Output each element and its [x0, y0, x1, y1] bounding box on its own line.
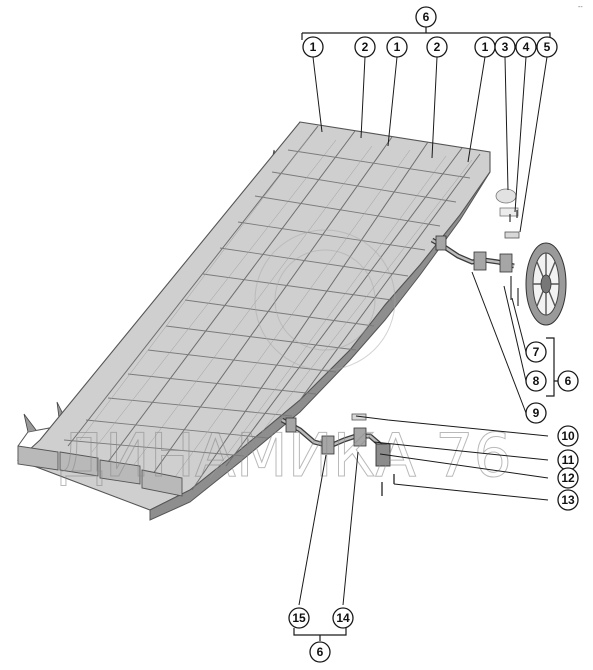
svg-text:2: 2 [434, 40, 441, 54]
callouts: 6 1 2 1 2 1 3 4 5 7 8 6 9 10 11 12 13 15… [288, 6, 579, 663]
svg-text:9: 9 [533, 406, 540, 420]
callout-11: 11 [557, 449, 579, 471]
sieve-assembly [16, 121, 491, 521]
svg-text:2: 2 [362, 40, 369, 54]
svg-text:15: 15 [292, 611, 306, 625]
callout-2-a: 2 [354, 36, 376, 58]
upper-shaft-assembly [430, 188, 567, 326]
svg-text:4: 4 [523, 40, 530, 54]
drive-wheel [525, 242, 567, 326]
callout-7: 7 [525, 341, 547, 363]
lower-shaft-assembly [280, 413, 395, 496]
callout-15: 15 [288, 607, 310, 629]
callout-3: 3 [494, 36, 516, 58]
callout-6-right: 6 [557, 370, 579, 392]
svg-text:1: 1 [394, 40, 401, 54]
callout-6-bottom: 6 [309, 641, 331, 663]
svg-text:6: 6 [423, 10, 430, 24]
callout-1-a: 1 [302, 36, 324, 58]
svg-text:10: 10 [561, 429, 575, 443]
leader-lines [293, 25, 558, 641]
svg-text:13: 13 [561, 493, 575, 507]
svg-text:11: 11 [562, 453, 575, 467]
svg-text:6: 6 [317, 645, 324, 659]
callout-4: 4 [515, 36, 537, 58]
callout-1-c: 1 [474, 36, 496, 58]
callout-2-b: 2 [426, 36, 448, 58]
svg-text:7: 7 [533, 345, 540, 359]
watermark: ДИНАМИКА 76 [58, 229, 512, 492]
callout-6-top: 6 [415, 6, 437, 28]
svg-text:1: 1 [482, 40, 489, 54]
callout-12: 12 [557, 467, 579, 489]
callout-13: 13 [557, 489, 579, 511]
watermark-text: ДИНАМИКА 76 [58, 421, 512, 491]
callout-10: 10 [557, 425, 579, 447]
corner-mark: -- [578, 4, 583, 11]
svg-text:8: 8 [533, 374, 540, 388]
svg-text:6: 6 [565, 374, 572, 388]
callout-14: 14 [332, 607, 354, 629]
callout-5: 5 [536, 36, 558, 58]
svg-text:1: 1 [310, 40, 317, 54]
svg-text:14: 14 [336, 611, 350, 625]
callout-9: 9 [525, 402, 547, 424]
svg-text:5: 5 [544, 40, 551, 54]
part-3 [495, 188, 517, 204]
callout-8: 8 [525, 370, 547, 392]
callout-1-b: 1 [386, 36, 408, 58]
svg-text:12: 12 [561, 471, 575, 485]
svg-text:3: 3 [502, 40, 509, 54]
